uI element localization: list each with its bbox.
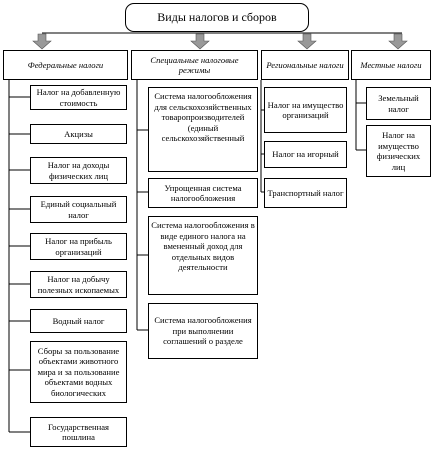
regional-item-gambling: Налог на игорный: [264, 141, 347, 168]
federal-item-income-tax: Налог на доходы физических лиц: [30, 157, 127, 184]
local-item-personal-property: Налог на имущество физических лиц: [366, 125, 431, 177]
regional-item-property: Налог на имущество организаций: [264, 87, 347, 133]
arrow-local: [388, 33, 408, 50]
federal-item-water-tax: Водный налог: [30, 309, 127, 333]
arrow-federal: [32, 33, 52, 50]
federal-item-fees: Сборы за пользование объектами животного…: [30, 341, 127, 403]
special-item-psa: Система налогообложения при выполнении с…: [148, 303, 258, 359]
federal-item-mineral-tax: Налог на добычу полезных ископаемых: [30, 271, 127, 298]
header-special: Специальные налоговые режимы: [131, 50, 258, 80]
special-item-agri: Система налогообложения для сельскохозяй…: [148, 87, 258, 172]
federal-item-social-tax: Единый социальный налог: [30, 196, 127, 223]
regional-item-transport: Транспортный налог: [264, 178, 347, 208]
header-regional: Региональные налоги: [261, 50, 349, 80]
arrow-special: [190, 33, 210, 50]
federal-item-vat: Налог на добавленную стоимость: [30, 85, 127, 110]
header-federal: Федеральные налоги: [3, 50, 128, 80]
special-item-simplified: Упрощенная система налогообложения: [148, 178, 258, 208]
local-item-land: Земельный налог: [366, 87, 431, 120]
federal-item-excise: Акцизы: [30, 124, 127, 144]
root-node: Виды налогов и сборов: [125, 3, 309, 32]
arrow-regional: [297, 33, 317, 50]
special-item-imputed: Система налогообложения в виде единого н…: [148, 216, 258, 295]
federal-item-profit-tax: Налог на прибыль организаций: [30, 233, 127, 260]
federal-item-state-duty: Государственная пошлина: [30, 417, 127, 447]
header-local: Местные налоги: [351, 50, 431, 80]
